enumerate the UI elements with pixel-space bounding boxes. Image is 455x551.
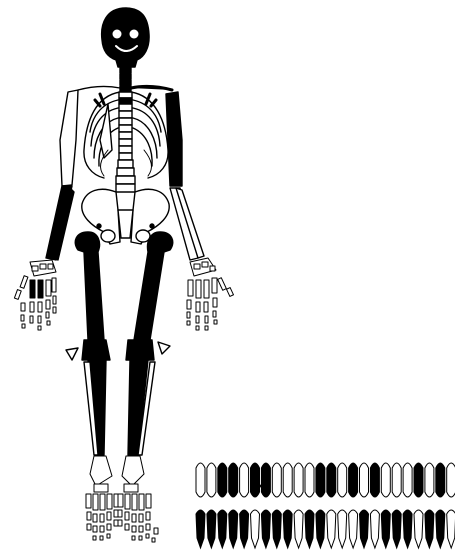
right-patella [158,342,170,354]
lower-tooth-12 [316,510,325,548]
lower-tooth-19 [392,510,401,548]
upper-tooth-21 [414,463,423,497]
upper-tooth-22 [425,463,434,497]
skull [102,8,149,67]
right-foot [118,456,158,542]
upper-tooth-19 [392,463,401,497]
upper-tooth-17 [370,463,379,497]
left-clavicle [78,86,120,90]
lower-tooth-6 [251,510,260,548]
lower-tooth-13 [327,510,336,548]
upper-tooth-18 [381,463,390,497]
lower-tooth-17 [370,510,379,548]
right-humerus [166,92,182,186]
lower-tooth-24 [447,510,455,548]
left-knee [82,340,110,360]
upper-tooth-5 [240,463,249,497]
upper-tooth-2 [207,463,216,497]
lower-tooth-5 [240,510,249,548]
lower-tooth-22 [425,510,434,548]
upper-tooth-3 [218,463,227,497]
right-clavicle [131,86,172,90]
lower-tooth-1 [196,510,205,548]
lower-tooth-7 [261,510,270,548]
lower-tooth-3 [218,510,227,548]
left-femur [75,232,104,340]
upper-tooth-12 [316,463,325,497]
lower-tooth-20 [403,510,412,548]
lower-tooth-15 [349,510,358,548]
upper-dentition [196,463,455,497]
upper-tooth-15 [349,463,358,497]
right-hand [187,258,234,330]
right-eye-socket [130,30,139,39]
lower-dentition [196,510,455,548]
upper-tooth-8 [272,463,281,497]
lower-tooth-2 [207,510,216,548]
lower-tooth-23 [436,510,445,548]
upper-tooth-20 [403,463,412,497]
upper-tooth-4 [229,463,238,497]
lower-tooth-18 [381,510,390,548]
upper-tooth-6 [251,463,260,497]
upper-tooth-14 [338,463,347,497]
upper-tooth-9 [283,463,292,497]
left-arm [46,90,78,260]
lower-tooth-16 [360,510,369,548]
lower-tooth-21 [414,510,423,548]
cervical-vertebrae [120,68,131,91]
left-foot [86,456,119,540]
upper-tooth-10 [294,463,303,497]
lower-tooth-9 [283,510,292,548]
right-femur [134,232,173,340]
left-humerus [60,90,78,186]
upper-tooth-7 [261,463,270,497]
lower-tooth-14 [338,510,347,548]
left-eye-socket [113,30,122,39]
lower-tooth-4 [229,510,238,548]
upper-tooth-23 [436,463,445,497]
upper-tooth-11 [305,463,314,497]
right-arm [166,92,204,260]
upper-tooth-1 [196,463,205,497]
right-knee [126,340,154,360]
spine [116,92,135,192]
left-hand [14,260,56,330]
upper-tooth-24 [447,463,455,497]
upper-tooth-13 [327,463,336,497]
lower-tooth-8 [272,510,281,548]
lower-tooth-10 [294,510,303,548]
left-patella [66,348,78,360]
upper-tooth-16 [360,463,369,497]
lower-tooth-11 [305,510,314,548]
